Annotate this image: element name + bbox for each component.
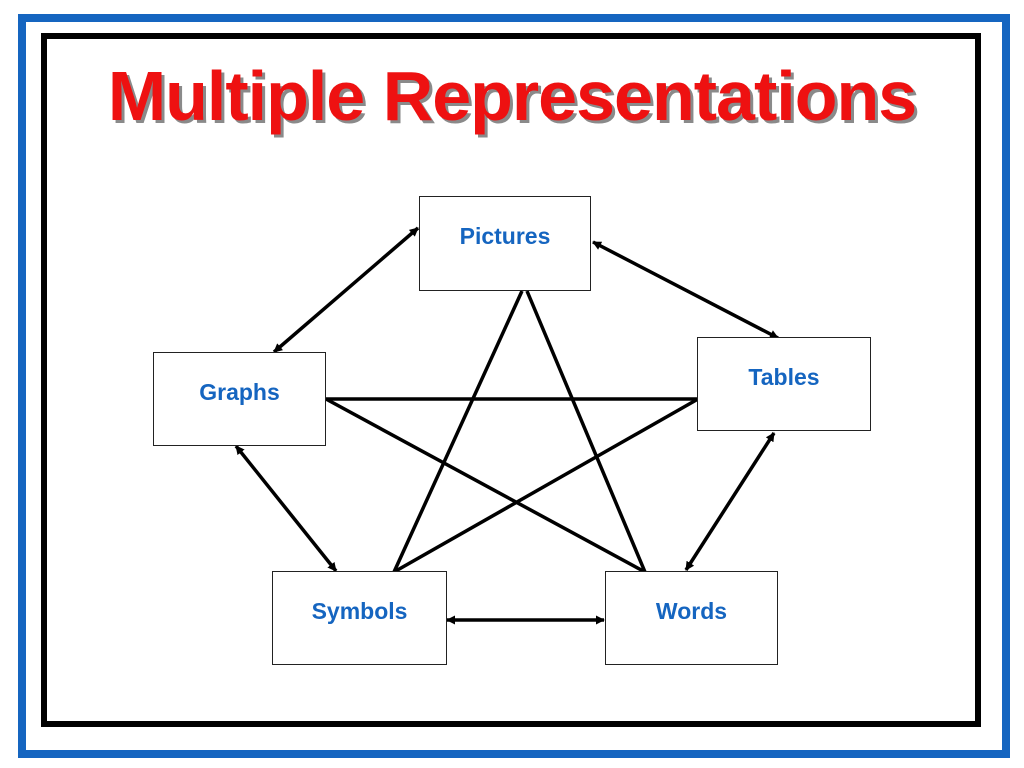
slide-title: Multiple Representations xyxy=(107,57,917,135)
edge-tables-words xyxy=(684,432,776,571)
edge-tables-symbols xyxy=(393,397,699,574)
edge-graphs-words xyxy=(325,397,646,574)
edge-pictures-tables xyxy=(592,240,779,340)
node-pictures-label: Pictures xyxy=(459,223,551,249)
edge-pictures-words xyxy=(525,290,647,573)
node-symbols-label: Symbols xyxy=(311,598,408,624)
node-words: Words xyxy=(605,571,778,665)
node-graphs: Graphs xyxy=(153,352,326,446)
edge-pictures-graphs xyxy=(272,226,420,354)
node-pictures: Pictures xyxy=(419,196,591,291)
node-words-label: Words xyxy=(655,598,728,624)
node-tables-label: Tables xyxy=(748,364,820,390)
node-symbols: Symbols xyxy=(272,571,447,665)
edge-pictures-symbols xyxy=(392,290,524,573)
node-tables: Tables xyxy=(697,337,871,431)
edge-graphs-symbols xyxy=(234,444,338,573)
node-graphs-label: Graphs xyxy=(199,379,280,405)
